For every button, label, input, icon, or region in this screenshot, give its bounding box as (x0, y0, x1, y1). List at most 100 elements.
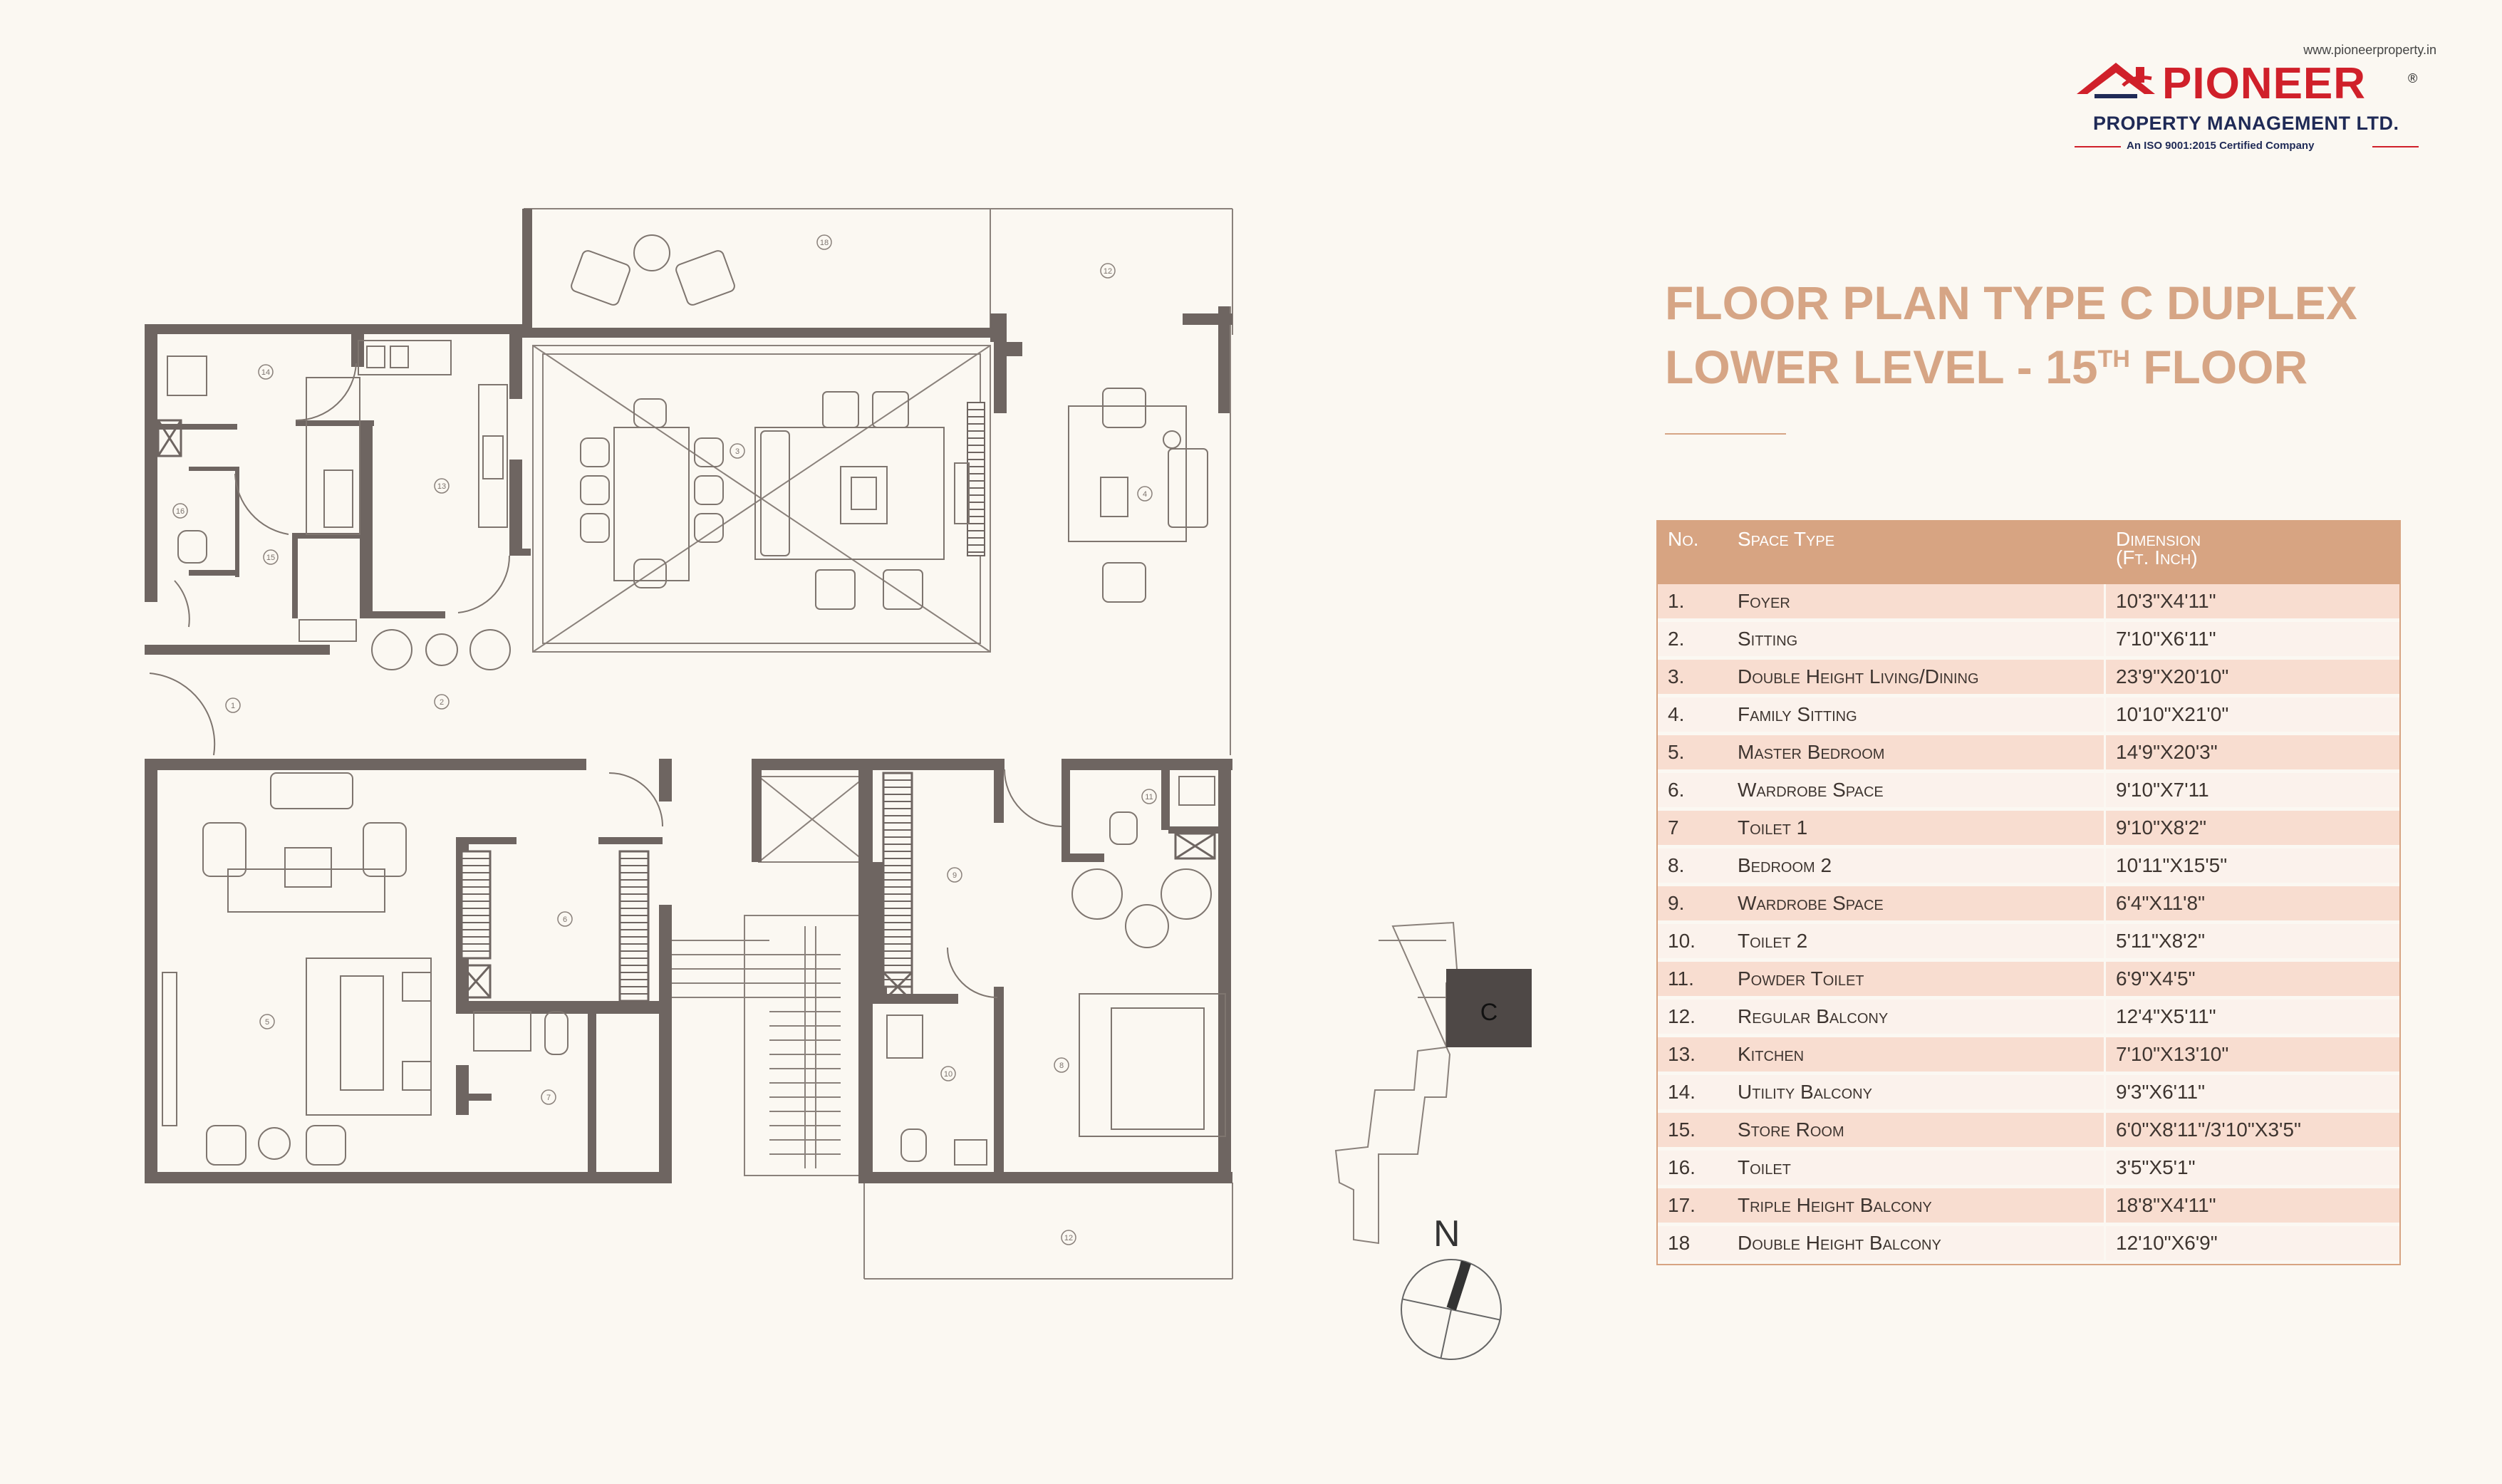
header-dimension-label: Dimension (2116, 528, 2201, 550)
title-line-2-suffix: FLOOR (2129, 341, 2308, 393)
row-number: 7 (1658, 811, 1728, 849)
title-line-1: FLOOR PLAN TYPE C DUPLEX (1665, 276, 2357, 329)
unit-c-label: C (1480, 999, 1498, 1026)
unit-c-block (1446, 969, 1532, 1047)
row-number: 5. (1658, 735, 1728, 773)
iso-rule-left (2075, 146, 2121, 147)
room-label-11: 11 (1145, 793, 1153, 801)
row-space-type: Utility Balcony (1728, 1075, 2106, 1113)
row-dimension: 9'10"X8'2" (2106, 811, 2399, 849)
room-label-13: 13 (437, 482, 446, 491)
row-number: 9. (1658, 886, 1728, 924)
row-space-type: Kitchen (1728, 1037, 2106, 1075)
row-number: 10. (1658, 924, 1728, 962)
header-dimension: Dimension(Ft. Inch) (2106, 522, 2399, 584)
row-dimension: 6'0"X8'11"/3'10"X3'5" (2106, 1113, 2399, 1151)
plan-title: FLOOR PLAN TYPE C DUPLEX LOWER LEVEL - 1… (1665, 271, 2357, 399)
row-dimension: 10'3"X4'11" (2106, 584, 2399, 622)
room-label-2: 2 (440, 698, 444, 707)
row-number: 17. (1658, 1188, 1728, 1226)
row-number: 8. (1658, 849, 1728, 886)
room-label-15: 15 (266, 554, 275, 562)
row-number: 1. (1658, 584, 1728, 622)
header-space-type: Space Type (1728, 522, 2106, 584)
row-number: 2. (1658, 622, 1728, 660)
row-number: 6. (1658, 773, 1728, 811)
key-plan: C (1334, 921, 1532, 1245)
compass-icon (1401, 1259, 1502, 1360)
brand-name: PIONEER (2162, 59, 2367, 108)
wardrobe-racks (460, 402, 985, 1002)
row-dimension: 9'3"X6'11" (2106, 1075, 2399, 1113)
table-row: 13.Kitchen 7'10"X13'10" (1658, 1037, 2399, 1075)
title-line-2: LOWER LEVEL - 15TH FLOOR (1665, 335, 2357, 399)
structural-columns (146, 326, 156, 575)
row-space-type: Double Height Living/Dining (1728, 660, 2106, 697)
room-label-18: 18 (820, 239, 829, 247)
row-number: 3. (1658, 660, 1728, 697)
row-space-type: Wardrobe Space (1728, 886, 2106, 924)
room-label-8: 8 (1059, 1062, 1064, 1070)
row-number: 14. (1658, 1075, 1728, 1113)
room-label-3: 3 (735, 447, 739, 456)
row-number: 11. (1658, 962, 1728, 1000)
row-number: 18 (1658, 1226, 1728, 1264)
row-dimension: 6'9"X4'5" (2106, 962, 2399, 1000)
row-dimension: 12'10"X6'9" (2106, 1226, 2399, 1264)
row-space-type: Triple Height Balcony (1728, 1188, 2106, 1226)
row-space-type: Toilet (1728, 1151, 2106, 1188)
row-number: 13. (1658, 1037, 1728, 1075)
walls (145, 209, 1232, 1183)
balcony-bottom-outline (863, 1183, 1233, 1280)
row-space-type: Bedroom 2 (1728, 849, 2106, 886)
row-dimension: 14'9"X20'3" (2106, 735, 2399, 773)
row-space-type: Regular Balcony (1728, 1000, 2106, 1037)
row-dimension: 5'11"X8'2" (2106, 924, 2399, 962)
title-underline (1665, 433, 1786, 435)
row-dimension: 7'10"X13'10" (2106, 1037, 2399, 1075)
row-dimension: 3'5"X5'1" (2106, 1151, 2399, 1188)
header-dimension-unit: (Ft. Inch) (2116, 546, 2198, 569)
iso-certification: An ISO 9001:2015 Certified Company (2127, 140, 2315, 152)
iso-rule-right (2372, 146, 2419, 147)
room-number-badges (172, 234, 1157, 1245)
room-label-6: 6 (563, 915, 567, 924)
row-space-type: Double Height Balcony (1728, 1226, 2106, 1264)
row-space-type: Store Room (1728, 1113, 2106, 1151)
row-dimension: 10'10"X21'0" (2106, 697, 2399, 735)
table-header-row: No. Space Type Dimension(Ft. Inch) (1658, 522, 2399, 584)
row-space-type: Toilet 1 (1728, 811, 2106, 849)
row-dimension: 6'4"X11'8" (2106, 886, 2399, 924)
staircase (670, 915, 870, 1176)
brand-block: www.pioneerproperty.in PIONEER ® PROPERT… (2066, 43, 2436, 164)
room-label-9: 9 (952, 871, 957, 880)
room-label-5: 5 (265, 1018, 269, 1027)
room-label-12b: 12 (1064, 1234, 1073, 1242)
service-shafts (157, 419, 1216, 1002)
room-label-16: 16 (176, 507, 185, 516)
row-space-type: Sitting (1728, 622, 2106, 660)
room-label-4: 4 (1143, 490, 1147, 499)
website-text: www.pioneerproperty.in (2303, 43, 2436, 57)
registered-mark: ® (2408, 71, 2418, 85)
row-dimension: 12'4"X5'11" (2106, 1000, 2399, 1037)
space-dimension-table: No. Space Type Dimension(Ft. Inch) 1.Foy… (1656, 520, 2401, 1265)
